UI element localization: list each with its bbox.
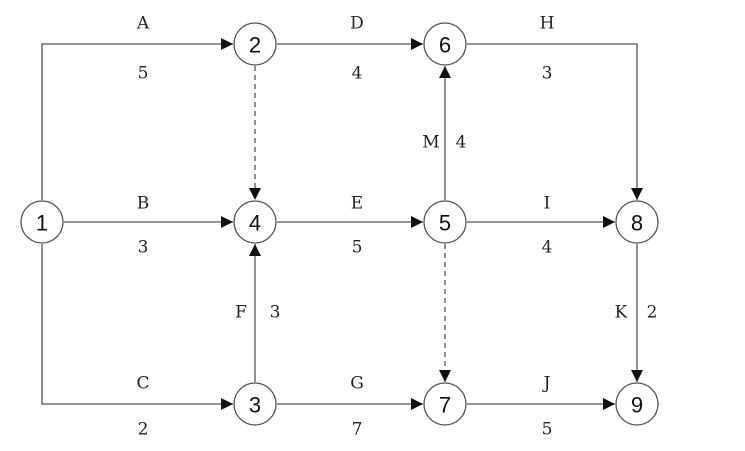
event-node: 6 (423, 22, 467, 66)
node-number: 3 (249, 393, 261, 418)
activity-label: C (136, 374, 149, 394)
duration-label: 3 (542, 64, 553, 84)
activity-label: H (540, 14, 555, 34)
duration-label: 4 (542, 238, 553, 258)
event-node: 7 (423, 382, 467, 426)
duration-label: 3 (270, 303, 281, 323)
node-number: 1 (36, 211, 48, 236)
node-circle (423, 382, 467, 426)
duration-label: 5 (138, 64, 149, 84)
activity-label: B (137, 194, 150, 214)
node-number: 6 (439, 33, 451, 58)
activity-label: M (422, 133, 439, 153)
event-node: 5 (423, 200, 467, 244)
event-node: 1 (20, 200, 64, 244)
node-circle (20, 200, 64, 244)
activity-label: F (235, 303, 247, 323)
event-node: 2 (233, 22, 277, 66)
node-circle (233, 200, 277, 244)
activity-arrow-H (467, 43, 643, 200)
activity-label: E (351, 194, 363, 214)
duration-label: 4 (352, 64, 363, 84)
node-number: 7 (439, 393, 451, 418)
event-node: 3 (233, 382, 277, 426)
activity-arrow-A (41, 38, 233, 200)
node-circle (233, 22, 277, 66)
duration-label: 5 (352, 238, 363, 258)
node-number: 2 (249, 33, 261, 58)
event-node: 9 (615, 382, 659, 426)
activity-label: J (542, 374, 551, 394)
event-node: 8 (615, 200, 659, 244)
event-node: 4 (233, 200, 277, 244)
node-circle (233, 382, 277, 426)
node-number: 9 (631, 393, 643, 418)
node-number: 8 (631, 211, 643, 236)
activity-label: A (136, 14, 150, 34)
duration-label: 7 (352, 420, 363, 440)
activity-label: G (350, 374, 364, 394)
activity-label: K (615, 303, 628, 323)
activity-arrow-C (41, 244, 233, 410)
activity-label: D (350, 14, 364, 34)
duration-label: 2 (647, 303, 658, 323)
duration-label: 2 (138, 420, 149, 440)
node-number: 4 (249, 211, 261, 236)
node-number: 5 (439, 211, 451, 236)
duration-label: 5 (542, 420, 553, 440)
duration-label: 3 (138, 238, 149, 258)
node-circle (423, 200, 467, 244)
activity-label: I (544, 194, 551, 214)
node-circle (615, 200, 659, 244)
node-circle (423, 22, 467, 66)
node-circle (615, 382, 659, 426)
duration-label: 4 (456, 133, 467, 153)
